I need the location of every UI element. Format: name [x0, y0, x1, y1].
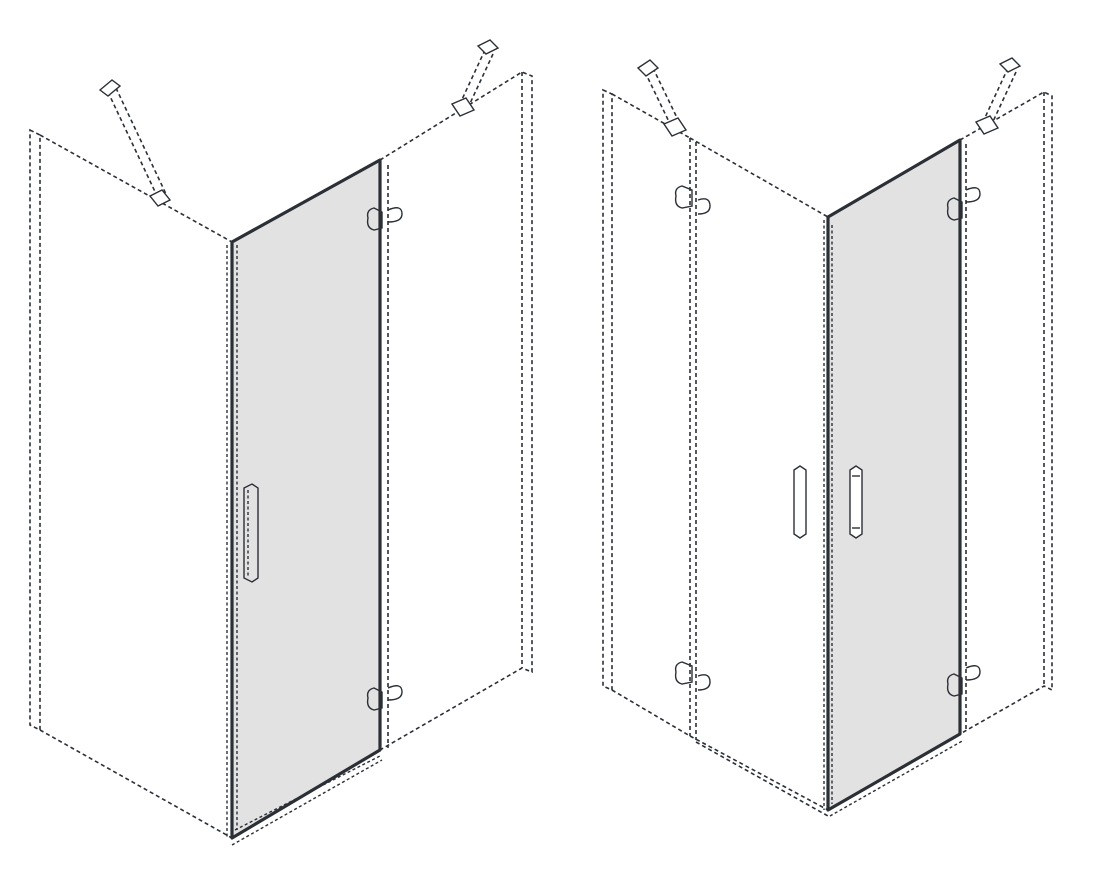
- left-view: [29, 39, 533, 846]
- right-view: [602, 57, 1053, 817]
- door-handle: [243, 483, 259, 583]
- door-handle: [849, 465, 863, 539]
- hinge-bottom: [366, 685, 403, 711]
- hinge-top: [366, 207, 403, 231]
- hinge-bottom: [946, 665, 981, 697]
- fixed-side-panel: [29, 128, 233, 839]
- wall-brace: [98, 79, 172, 207]
- wall-brace: [636, 59, 688, 137]
- door-glass: [828, 140, 960, 810]
- fixed-front-panel: [959, 91, 1053, 735]
- wall-brace: [974, 57, 1022, 135]
- hinged-door-panel: [823, 138, 965, 817]
- hinged-door-panel: [226, 158, 383, 846]
- wall-brace: [450, 39, 500, 117]
- second-door-panel: [689, 138, 829, 817]
- hinge-top: [946, 187, 981, 221]
- hinge-top: [674, 185, 711, 215]
- fixed-front-panel: [379, 71, 533, 751]
- fixed-side-panel: [602, 88, 829, 737]
- door-glass: [232, 160, 380, 838]
- hinge-bottom: [674, 661, 711, 691]
